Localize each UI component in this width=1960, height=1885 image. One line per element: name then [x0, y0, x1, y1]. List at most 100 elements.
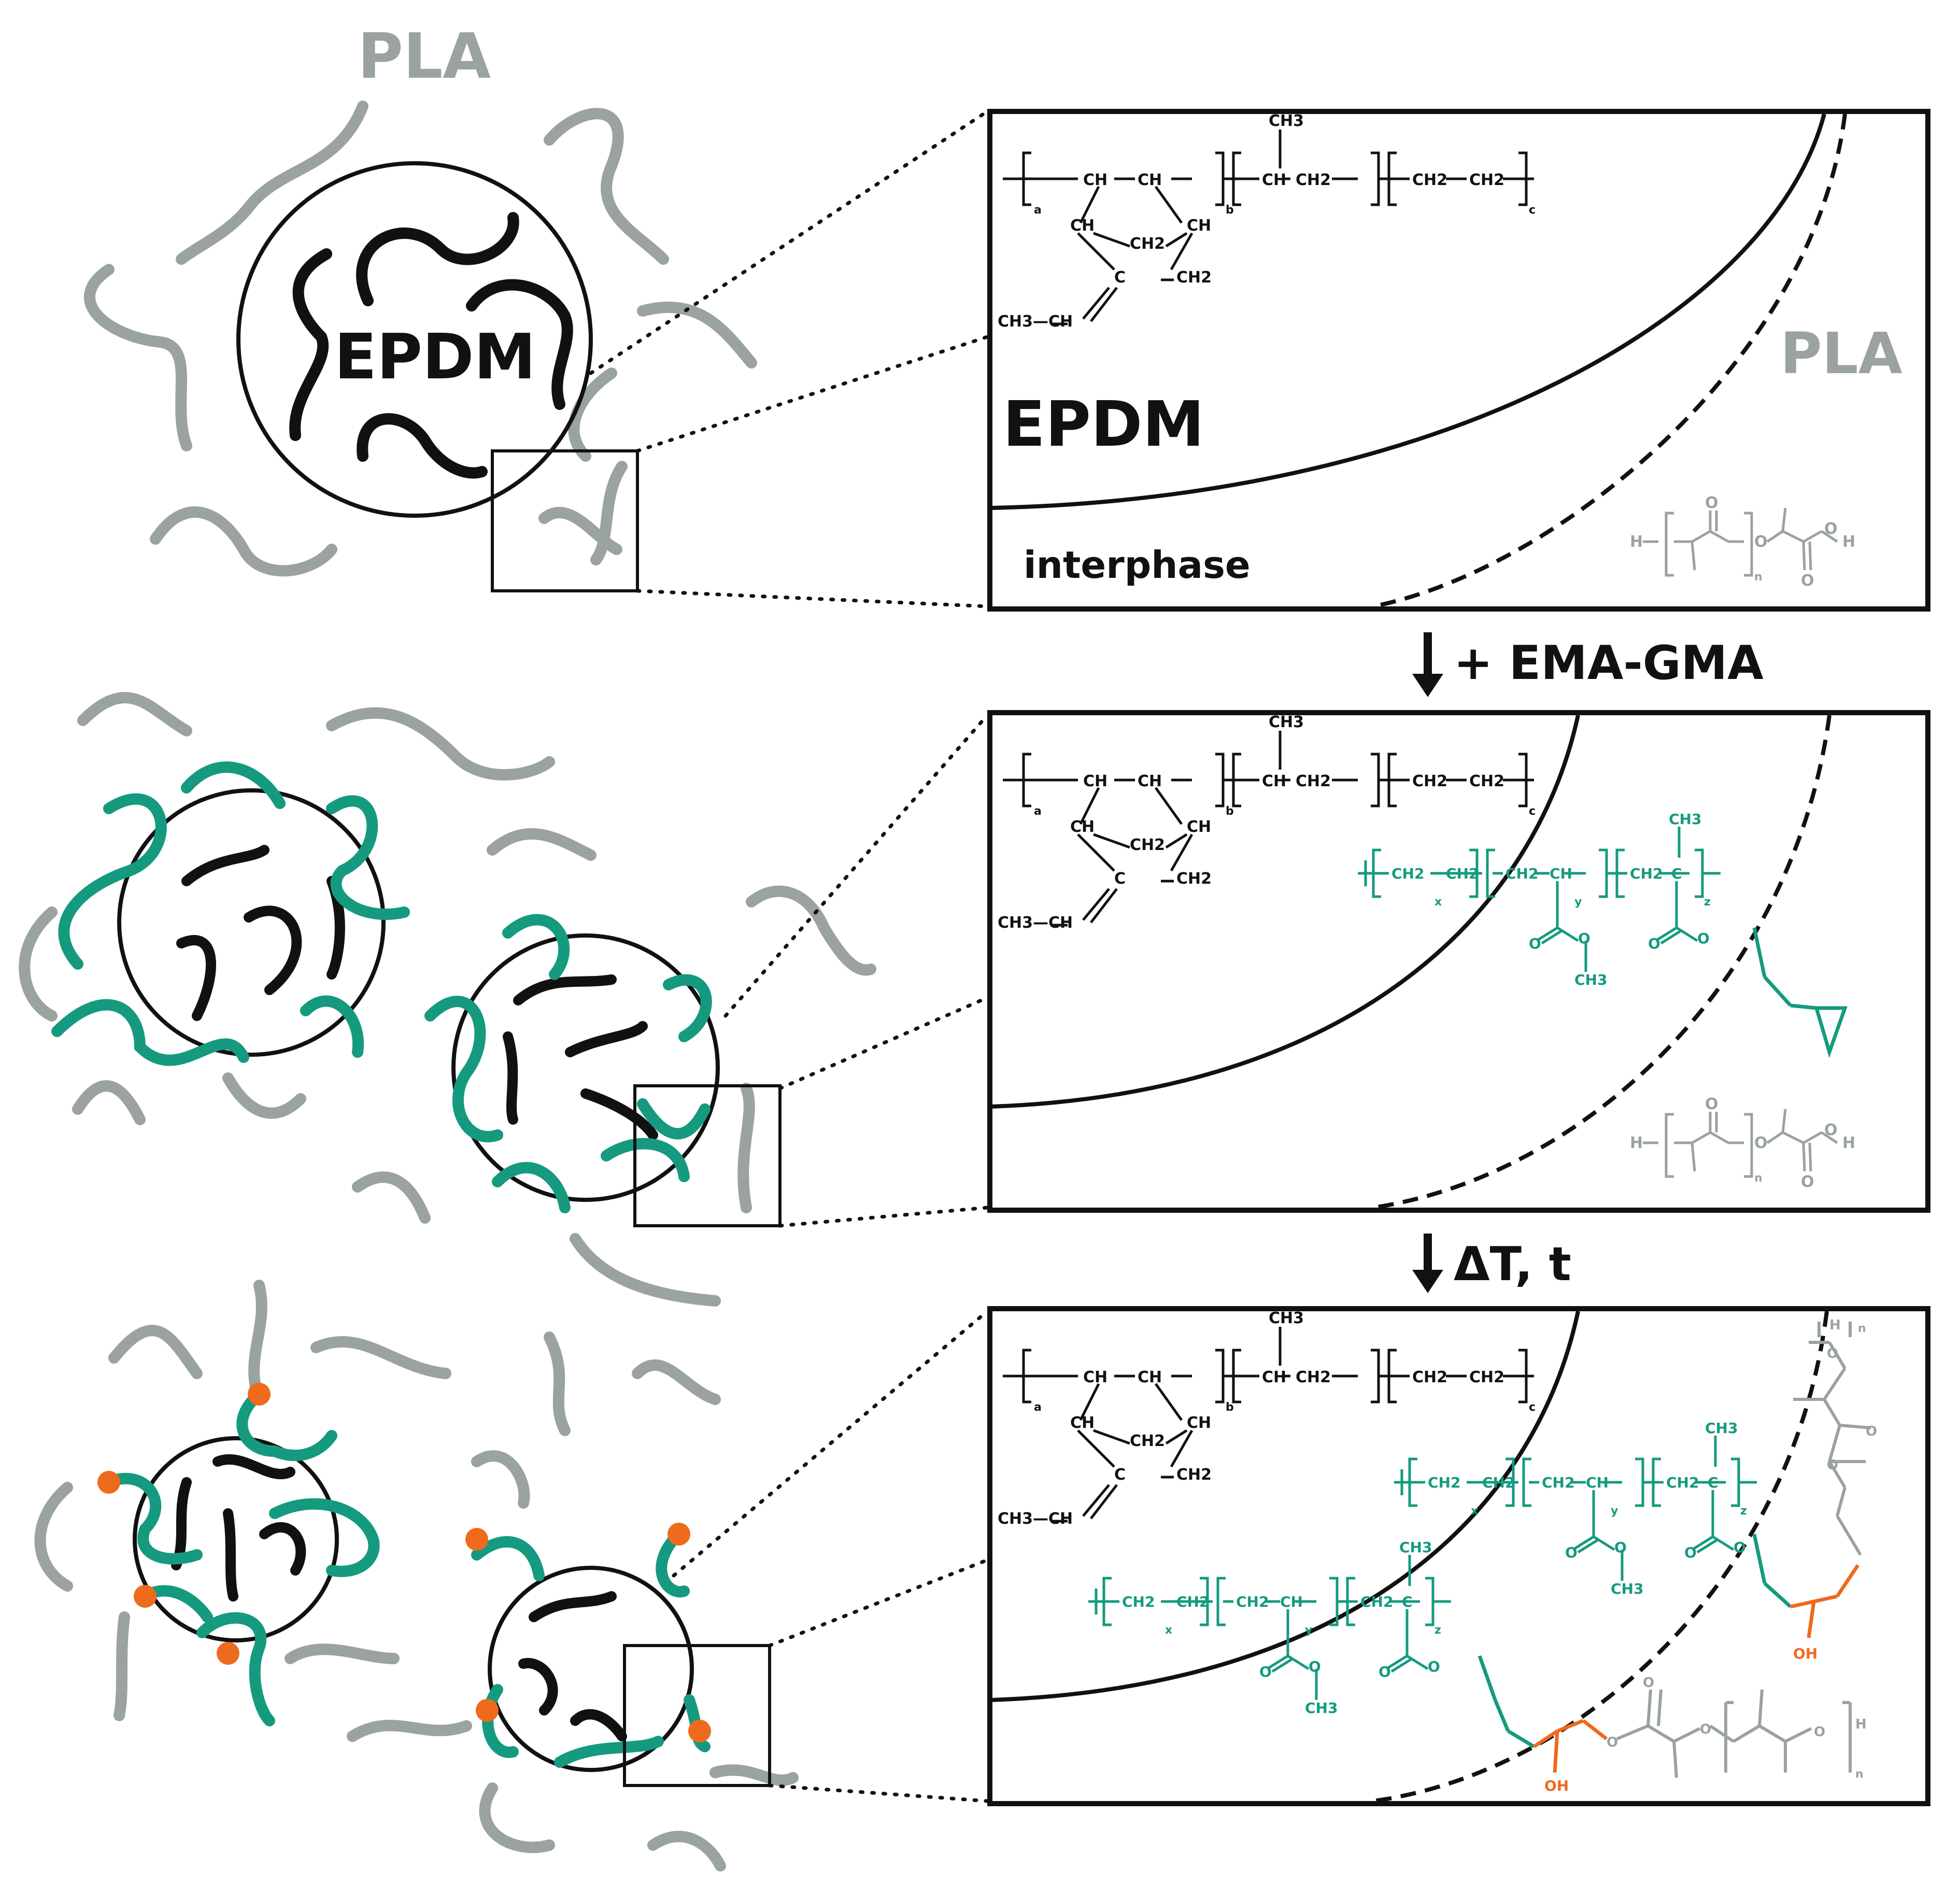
ema-gma-chain [492, 1161, 571, 1213]
svg-text:b: b [1226, 1401, 1234, 1414]
reaction-sites [97, 1383, 711, 1742]
ema-gma-chain [554, 1736, 664, 1768]
pla-chain [285, 1643, 400, 1664]
ema-gma-chain [482, 1684, 519, 1758]
svg-text:x: x [1165, 1624, 1172, 1637]
svg-text:CH3: CH3 [1269, 112, 1304, 130]
svg-text:CH2: CH2 [1412, 1368, 1447, 1386]
svg-text:CH: CH [1550, 865, 1572, 882]
ema-gma-chain [103, 1472, 203, 1565]
pla-chain [248, 1280, 267, 1405]
svg-text:CH3: CH3 [1269, 1309, 1304, 1327]
svg-text:O: O [1529, 935, 1541, 952]
svg-text:n: n [1754, 571, 1763, 584]
inset-frame [987, 710, 1930, 1213]
svg-text:C: C [1402, 1593, 1413, 1610]
pla-chains [19, 692, 876, 1307]
epdm-particle [236, 161, 593, 518]
pla-chain [471, 1450, 530, 1509]
svg-text:CH3—CH: CH3—CH [998, 1510, 1073, 1528]
svg-text:O: O [1309, 1658, 1321, 1675]
svg-text:CH2: CH2 [1130, 836, 1165, 854]
pla-structure: H O O O O H n [1630, 494, 1855, 590]
svg-text:H: H [1842, 1134, 1855, 1152]
pla-chain [326, 707, 555, 781]
svg-text:CH3: CH3 [1399, 1539, 1432, 1556]
o-label: O [1700, 1722, 1711, 1737]
grafted-linkage-1: OH [1752, 1534, 1859, 1662]
svg-text:CH: CH [1138, 171, 1162, 189]
o-label: O [1607, 1735, 1618, 1750]
reaction-site-dot [217, 1642, 239, 1665]
svg-text:O: O [1259, 1663, 1272, 1680]
ema-gma-chain [58, 793, 167, 970]
pla-chain [84, 264, 192, 451]
ema-gma-structure: CH2 CH2 CH2 CH CH2 C CH3 O O CH3 O O x y… [1394, 1420, 1757, 1597]
svg-text:CH2: CH2 [1296, 171, 1331, 189]
step-arrow-2: ΔT, t [1412, 1234, 1571, 1293]
svg-text:z: z [1740, 1505, 1747, 1518]
o-label: O [1643, 1675, 1654, 1691]
ema-gma-chain [502, 914, 570, 980]
epdm-structure: CH CH CH CH2 CH3 CH2 CH2 CH CH CH2 C CH2… [998, 713, 1536, 932]
o-label: O [1827, 1346, 1838, 1362]
step-arrow-1: + EMA-GMA [1412, 632, 1764, 697]
svg-text:C: C [1114, 1466, 1126, 1484]
svg-text:C: C [1708, 1474, 1718, 1491]
svg-text:CH2: CH2 [1412, 772, 1447, 790]
o-label: O [1866, 1424, 1877, 1439]
step2-label: ΔT, t [1454, 1237, 1571, 1292]
svg-text:CH2: CH2 [1236, 1593, 1269, 1610]
svg-text:CH2: CH2 [1130, 235, 1165, 253]
pla-inset-label: PLA [1780, 320, 1902, 387]
panel-1-blend: PLA EPDM [84, 21, 1930, 697]
svg-text:CH2: CH2 [1482, 1474, 1515, 1491]
reaction-site-dot [248, 1383, 271, 1406]
svg-text:C: C [1114, 268, 1126, 287]
pla-label: PLA [358, 21, 491, 93]
svg-text:CH: CH [1070, 818, 1095, 836]
svg-text:CH2: CH2 [1296, 1368, 1331, 1386]
pla-boundary [1373, 1311, 1829, 1803]
epdm-chain [466, 279, 573, 410]
pla-chain [568, 367, 617, 462]
interphase-label: interphase [1024, 543, 1251, 587]
pla-chain [544, 108, 669, 265]
svg-text:O: O [1697, 930, 1710, 947]
epdm-boundary [992, 113, 1826, 510]
svg-text:O: O [1801, 1173, 1814, 1191]
reaction-site-dot [476, 1699, 499, 1722]
svg-text:CH3—CH: CH3—CH [998, 914, 1073, 932]
ema-gma-chain [656, 1534, 690, 1598]
epdm-chain [259, 1522, 306, 1576]
pla-chains [84, 101, 757, 577]
ema-gma-chain [196, 1612, 275, 1726]
svg-text:CH: CH [1187, 217, 1211, 235]
epdm-structure: CH CH CH CH2 CH3 CH2 CH2 CH CH CH2 C CH2… [998, 112, 1536, 331]
pla-chain [113, 1611, 130, 1721]
ema-gma-chain [637, 1098, 711, 1140]
ema-gma-chain [663, 974, 712, 1042]
svg-text:CH: CH [1138, 772, 1162, 790]
pla-boundary [1373, 114, 1847, 608]
pla-chain [637, 301, 757, 369]
pla-chain [34, 1482, 73, 1592]
svg-text:C: C [1114, 870, 1126, 888]
svg-text:CH2: CH2 [1469, 1368, 1504, 1386]
ema-gma-chain [326, 795, 410, 920]
pla-boundary [1373, 715, 1831, 1210]
svg-text:c: c [1529, 805, 1536, 818]
svg-text:CH2: CH2 [1505, 865, 1538, 882]
pla-chain [222, 1072, 306, 1119]
sub-n-label: n [1858, 1322, 1866, 1335]
epdm-chain [513, 974, 617, 1005]
svg-text:O: O [1379, 1663, 1391, 1680]
svg-text:CH2: CH2 [1176, 870, 1212, 888]
svg-text:CH3—CH: CH3—CH [998, 313, 1073, 331]
epdm-chains [171, 1454, 627, 1741]
epdm-chain [181, 845, 269, 886]
pla-chain [544, 1331, 571, 1436]
svg-text:O: O [1824, 520, 1838, 538]
ema-gma-chains [103, 1388, 711, 1768]
svg-text:CH: CH [1262, 772, 1286, 790]
